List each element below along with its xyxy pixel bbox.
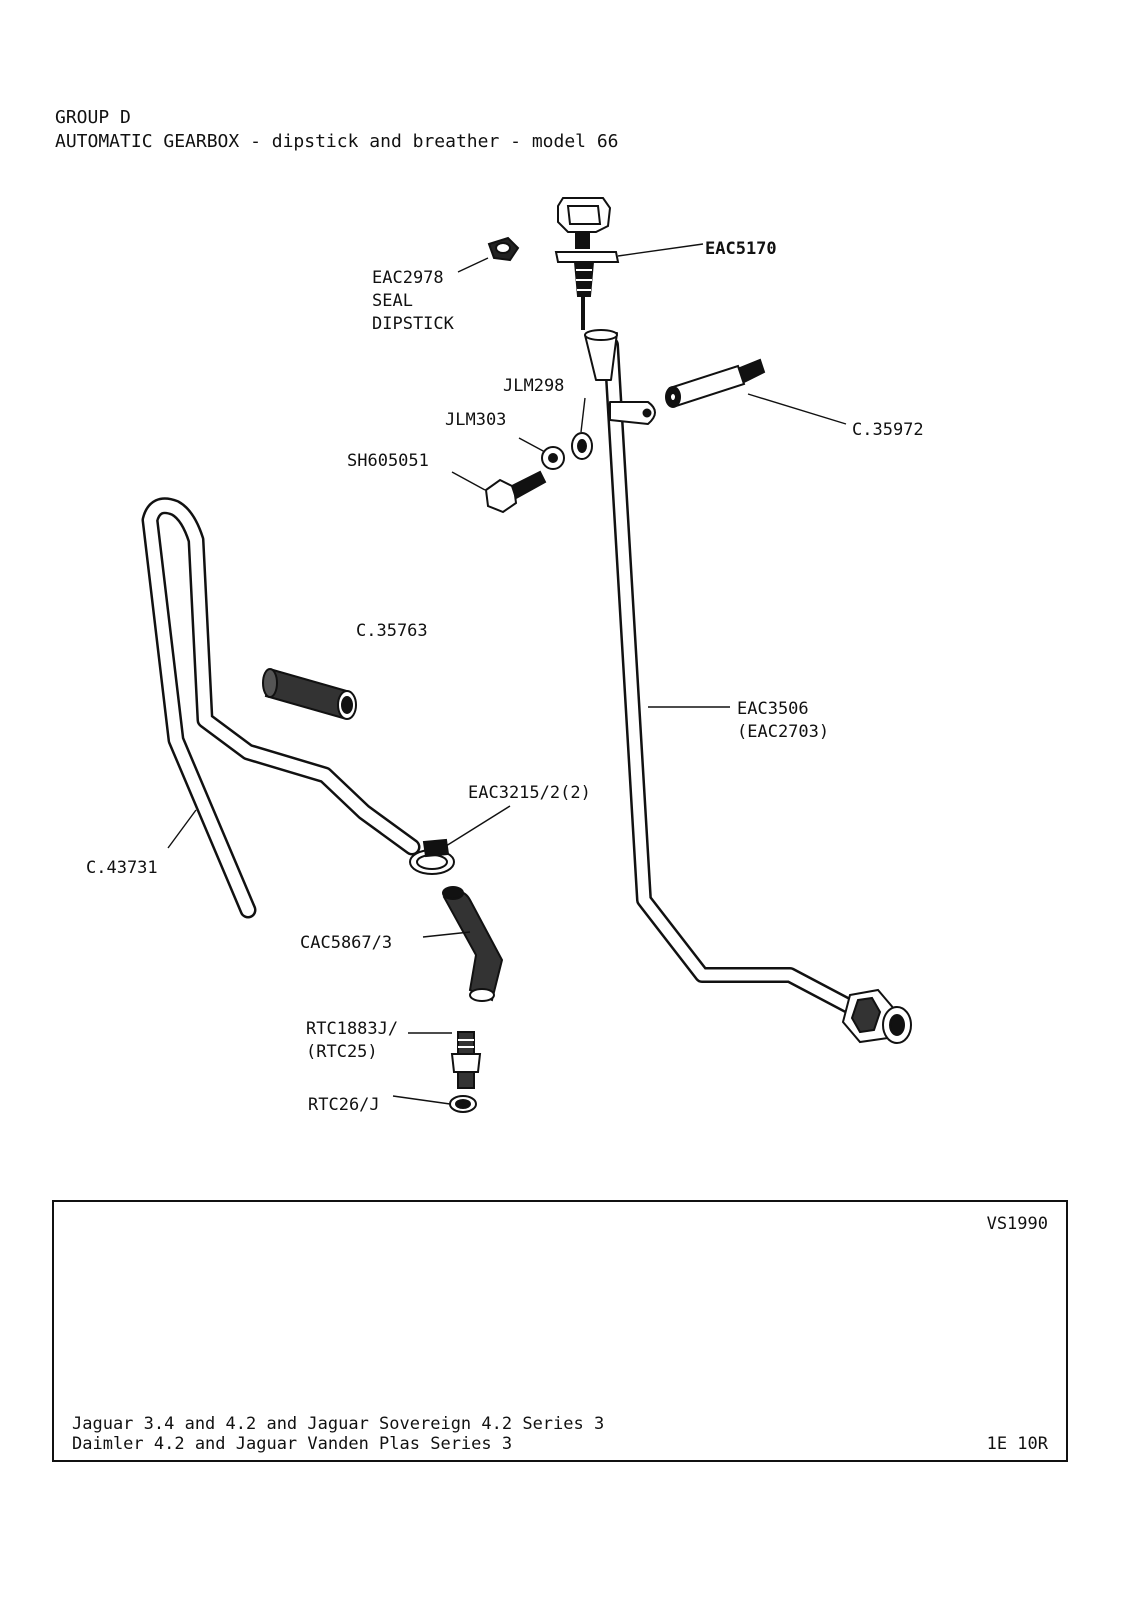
- reference-code: VS1990: [986, 1214, 1048, 1234]
- dipstick-tube-drawing: [584, 329, 868, 1020]
- hose-clip-drawing: [409, 838, 455, 875]
- washers-drawing: [541, 432, 593, 470]
- part-label-rtc26j: RTC26/J: [308, 1095, 380, 1115]
- applicability-line-2: Daimler 4.2 and Jaguar Vanden Plas Serie…: [72, 1434, 513, 1454]
- seal-drawing: [487, 236, 520, 262]
- page-code: 1E 10R: [986, 1434, 1048, 1454]
- applicability-line-1: Jaguar 3.4 and 4.2 and Jaguar Sovereign …: [72, 1414, 605, 1434]
- exploded-parts-diagram: EAC5170 EAC2978 SEAL DIPSTICK JLM298 JLM…: [86, 197, 924, 1115]
- part-label-sh605051: SH605051: [347, 451, 429, 471]
- part-label-cac5867: CAC5867/3: [300, 933, 392, 953]
- part-label-jlm303: JLM303: [445, 410, 506, 430]
- connector-drawing: [450, 1031, 482, 1089]
- part-label-seal: SEAL: [372, 291, 413, 311]
- part-label-c35763: C.35763: [356, 621, 428, 641]
- breather-hose-drawing: [141, 497, 421, 919]
- part-label-eac3215: EAC3215/2(2): [468, 783, 591, 803]
- spacer-drawing: [665, 358, 766, 408]
- sleeve-drawing: [262, 668, 357, 720]
- page-title: AUTOMATIC GEARBOX - dipstick and breathe…: [55, 131, 619, 152]
- group-heading: GROUP D: [55, 107, 131, 128]
- part-label-eac2703: (EAC2703): [737, 722, 829, 742]
- part-label-c35972: C.35972: [852, 420, 924, 440]
- part-label-dipstick: DIPSTICK: [372, 314, 455, 334]
- bolt-drawing: [484, 470, 547, 514]
- part-label-c43731: C.43731: [86, 858, 158, 878]
- footer-info-box: VS1990 Jaguar 3.4 and 4.2 and Jaguar Sov…: [52, 1200, 1068, 1462]
- washer-rtc26-drawing: [449, 1095, 477, 1113]
- dipstick-drawing: [554, 197, 620, 330]
- part-label-rtc25: (RTC25): [306, 1042, 378, 1062]
- leader-lines: [167, 243, 847, 1105]
- part-label-jlm298: JLM298: [503, 376, 564, 396]
- tube-union-nut: [841, 988, 912, 1044]
- part-label-rtc1883j: RTC1883J/: [306, 1019, 398, 1039]
- part-label-eac5170: EAC5170: [705, 239, 777, 259]
- part-label-eac2978: EAC2978: [372, 268, 444, 288]
- part-label-eac3506: EAC3506: [737, 699, 809, 719]
- elbow-hose-drawing: [442, 886, 504, 1002]
